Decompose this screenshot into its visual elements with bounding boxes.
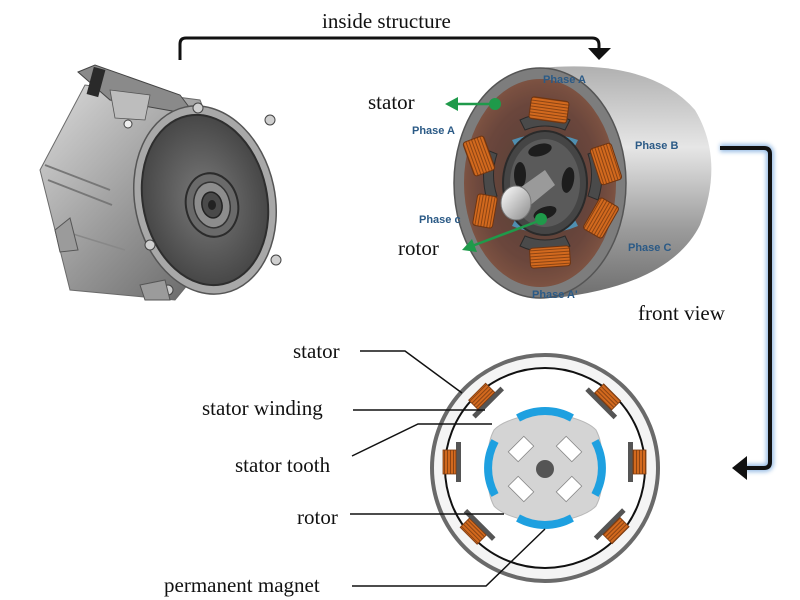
front-rotor-label: rotor xyxy=(297,505,338,529)
leader-lines xyxy=(350,350,546,587)
cutaway-stator-label: stator xyxy=(368,90,415,114)
phase-label-right: Phase B xyxy=(635,140,679,152)
inside-structure-arrow xyxy=(178,36,611,60)
front-stator-tooth-label: stator tooth xyxy=(235,453,331,477)
front-stator-winding-label: stator winding xyxy=(202,396,323,420)
front-view-diagram xyxy=(430,353,660,583)
rotor-shaft xyxy=(536,460,554,478)
permanent-magnets xyxy=(484,407,606,529)
phase-label-upper-left: Phase A xyxy=(412,125,456,137)
inside-structure-label: inside structure xyxy=(322,9,451,33)
front-view-arrow xyxy=(720,144,774,480)
motor-cutaway xyxy=(445,66,712,299)
stator-windings xyxy=(442,449,647,475)
front-permanent-magnet-label: permanent magnet xyxy=(164,573,320,597)
stator-callout-dot xyxy=(489,98,501,110)
front-view-label: front view xyxy=(638,301,725,325)
cutaway-coils xyxy=(462,96,623,269)
stator-teeth xyxy=(456,442,633,482)
phase-label-lower-right: Phase C xyxy=(628,242,672,254)
front-stator-label: stator xyxy=(293,339,340,363)
motor-housing-photo xyxy=(39,64,282,301)
rotor-slots xyxy=(507,435,583,503)
rotor-callout-dot xyxy=(535,213,547,225)
phase-label-lower-left: Phase c xyxy=(419,214,461,226)
phase-label-bottom: Phase A' xyxy=(532,289,578,301)
cutaway-rotor-label: rotor xyxy=(398,236,439,260)
phase-label-top: Phase A xyxy=(543,74,587,86)
